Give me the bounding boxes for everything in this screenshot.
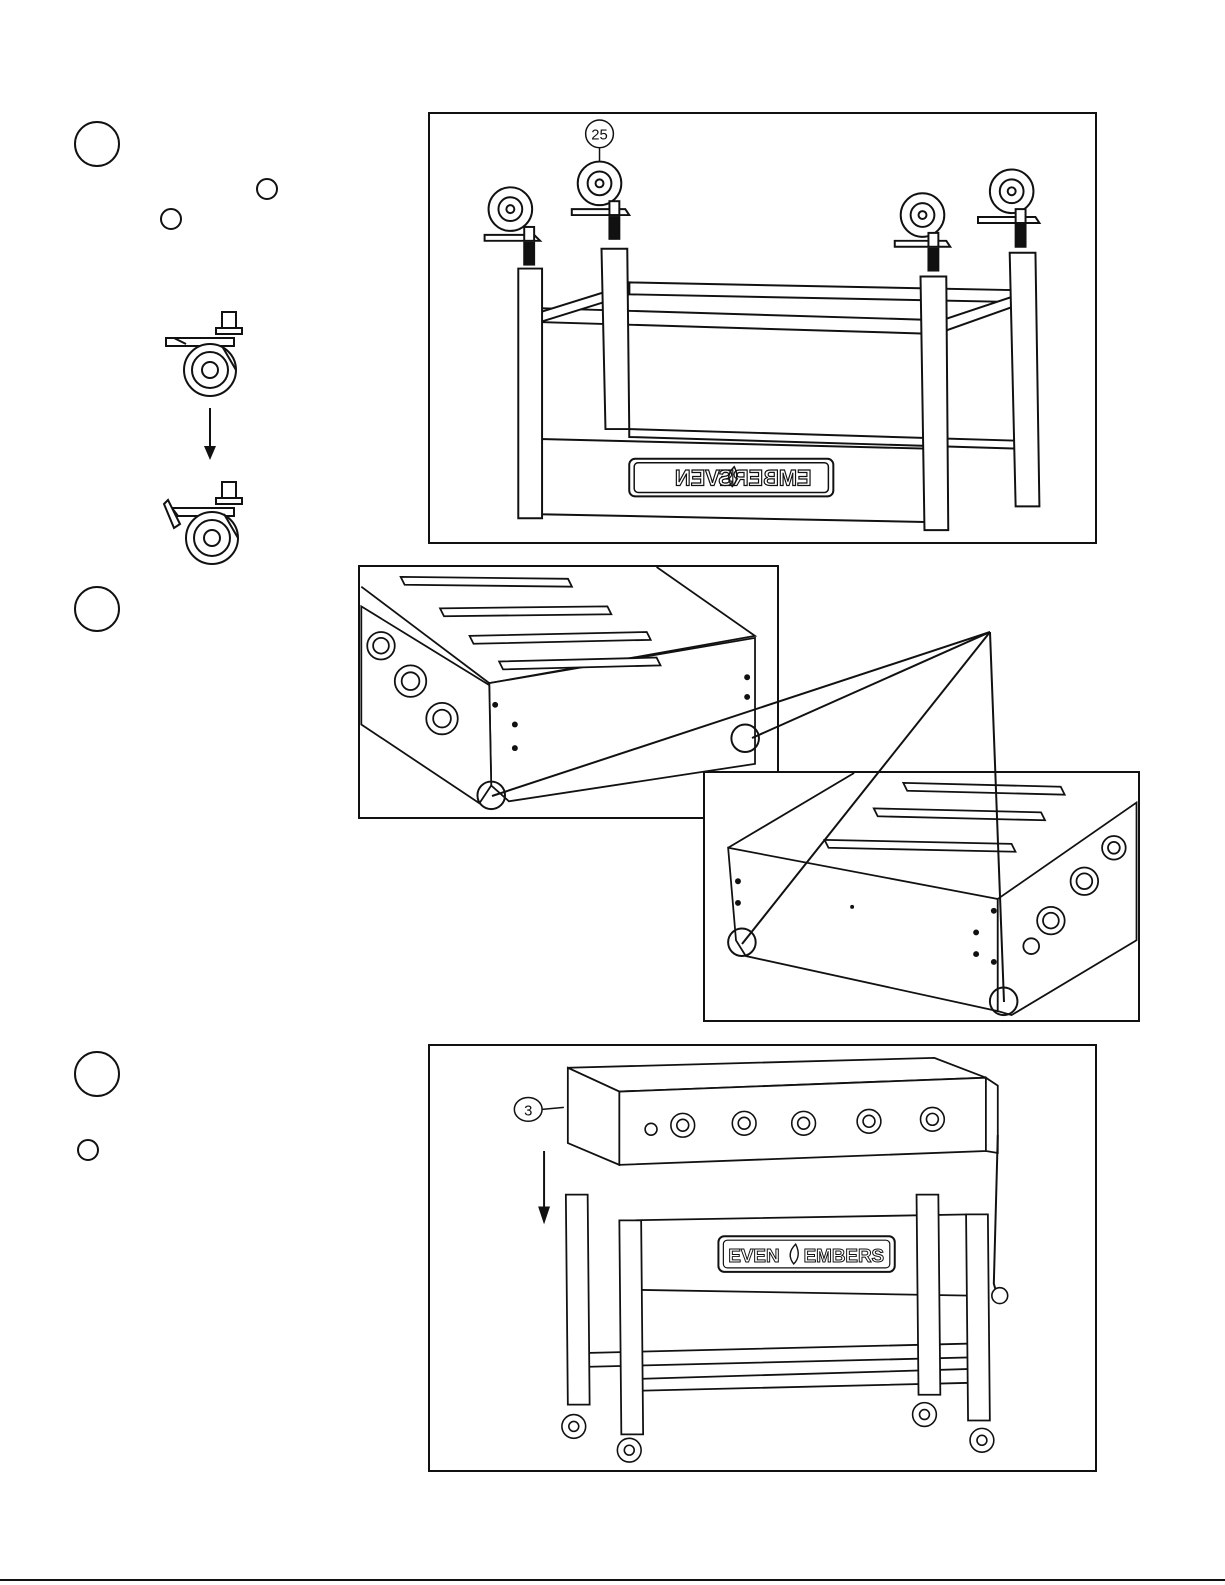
caster-icon (978, 169, 1039, 246)
frame-casters-drawing: EVEN EMBERS 25 (430, 114, 1095, 542)
part-reference-circle (256, 178, 278, 200)
caster-icon (895, 193, 950, 270)
down-arrow-icon (204, 408, 216, 460)
part-callout-3: 3 (514, 1098, 564, 1122)
down-arrow-icon (538, 1151, 550, 1224)
firebox-corner-right-drawing (705, 773, 1138, 1020)
firebox-onto-cart-drawing: EVEN EMBERS 3 (430, 1046, 1095, 1470)
callout-label: 25 (591, 128, 608, 144)
step-3-marker (74, 1051, 120, 1097)
logo-text-right: EMBERS (804, 1245, 885, 1266)
callout-label: 3 (524, 1103, 532, 1119)
logo-text-left: EVEN (728, 1245, 779, 1266)
step-1-figure: EVEN EMBERS 25 (428, 112, 1097, 544)
step-1-marker (74, 121, 120, 167)
step-2-marker (74, 586, 120, 632)
caster-unlocked-icon (166, 312, 242, 396)
part-reference-circle (77, 1139, 99, 1161)
even-embers-logo-mirrored: EVEN EMBERS (629, 459, 833, 497)
caster-icon (485, 187, 540, 264)
step-2-figure-right (703, 771, 1140, 1022)
step-3-figure: EVEN EMBERS 3 (428, 1044, 1097, 1472)
caster-lock-diagram (150, 300, 270, 570)
part-callout-25: 25 (586, 120, 614, 162)
even-embers-logo: EVEN EMBERS (718, 1236, 894, 1272)
caster-locked-icon (164, 482, 242, 564)
caster-icon (572, 162, 629, 239)
part-reference-circle (160, 208, 182, 230)
page-bottom-rule (0, 1579, 1225, 1581)
